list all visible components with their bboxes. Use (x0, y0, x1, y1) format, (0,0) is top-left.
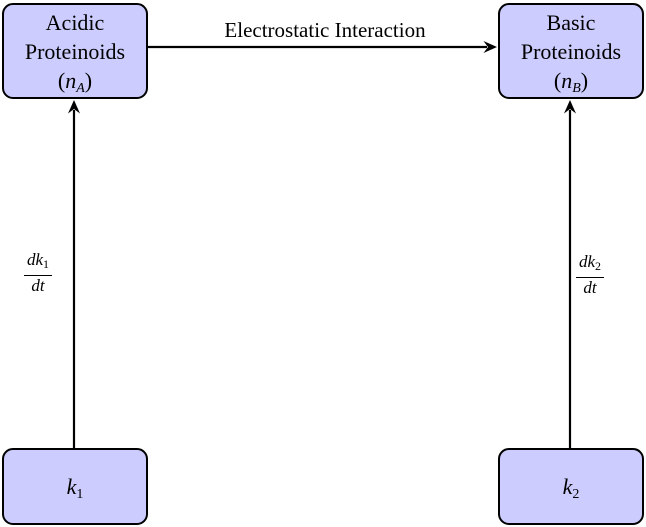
node-acidic-title-line2: Proteinoids (24, 38, 126, 64)
dk2-numerator: dk2 (576, 252, 605, 278)
dk1-denominator: dt (31, 276, 45, 295)
edge-dk2-label: dk2 dt (576, 252, 605, 298)
node-acidic-title-line1: Acidic (45, 9, 105, 35)
node-k1-symbol: k1 (66, 474, 84, 502)
edge-dk1-arrow (68, 100, 80, 448)
node-k2-symbol: k2 (562, 474, 580, 502)
dk1-numerator: dk1 (24, 250, 53, 276)
arrowhead-right-icon (483, 41, 497, 53)
dk2-denominator: dt (583, 278, 597, 297)
edge-dk1-label: dk1 dt (24, 250, 53, 296)
node-basic-title-line2: Proteinoids (520, 38, 622, 64)
arrowhead-up-icon (68, 100, 80, 114)
node-k2: k2 (498, 448, 644, 525)
node-basic-symbol: (nB) (553, 67, 589, 96)
node-basic-proteinoids: Basic Proteinoids (nB) (498, 3, 644, 99)
edge-dk2-arrow (564, 100, 576, 448)
node-k1: k1 (2, 448, 148, 525)
node-acidic-symbol: (nA) (57, 67, 93, 96)
arrowhead-up-icon (564, 100, 576, 114)
node-acidic-proteinoids: Acidic Proteinoids (nA) (2, 3, 148, 99)
edge-electrostatic-label: Electrostatic Interaction (224, 18, 426, 42)
node-basic-title-line1: Basic (546, 9, 596, 35)
